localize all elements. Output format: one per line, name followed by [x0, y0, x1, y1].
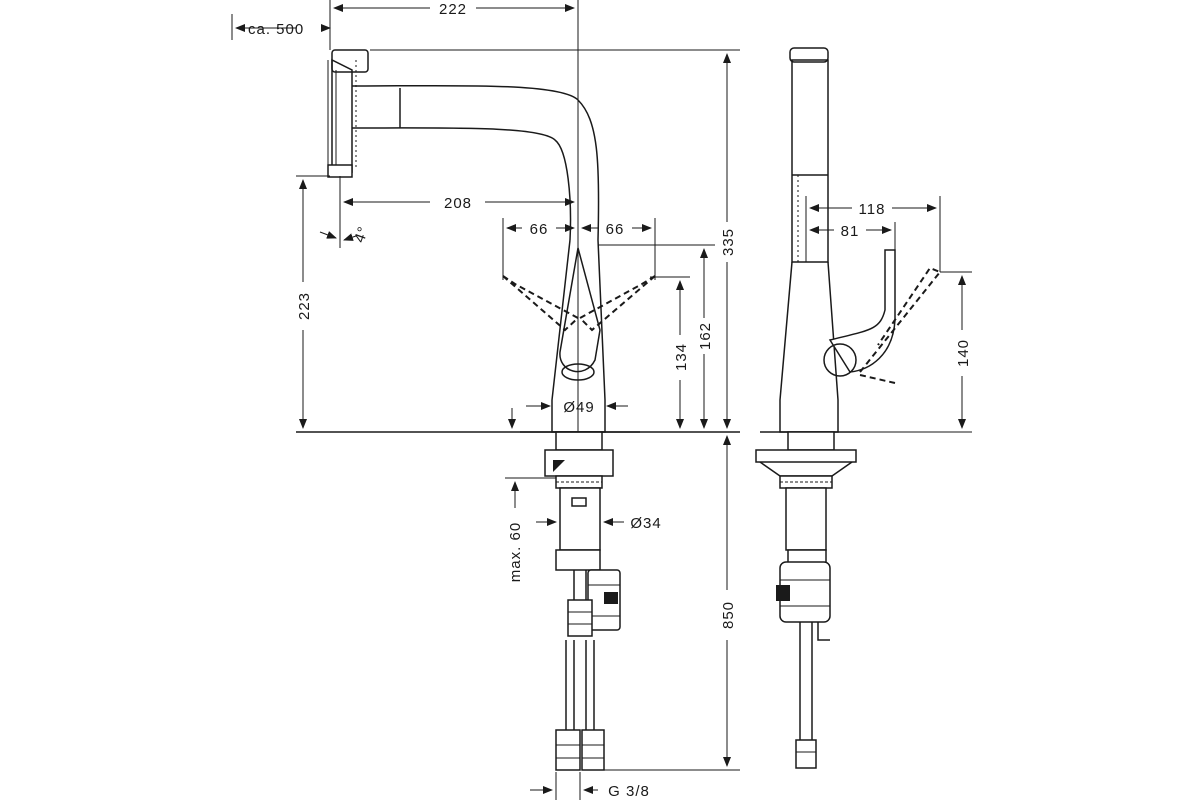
label-850: 850 [720, 601, 737, 629]
dimension-labels: ca. 500 222 335 208 4° 66 66 223 134 162… [248, 1, 972, 800]
label-222: 222 [439, 1, 467, 18]
label-4-degree: 4° [351, 224, 373, 245]
label-max60: max. 60 [507, 522, 524, 582]
label-134: 134 [673, 343, 690, 371]
side-view-faucet [755, 47, 942, 769]
label-66-right: 66 [606, 221, 625, 238]
label-diameter-49: Ø49 [563, 399, 594, 416]
label-140: 140 [955, 339, 972, 367]
label-diameter-34: Ø34 [630, 515, 661, 532]
label-g38: G 3/8 [608, 783, 650, 800]
label-ca500: ca. 500 [248, 21, 304, 38]
label-118: 118 [859, 201, 886, 218]
label-66-left: 66 [530, 221, 549, 238]
label-162: 162 [697, 322, 714, 350]
label-208: 208 [444, 195, 472, 212]
label-335: 335 [720, 228, 737, 256]
label-81: 81 [841, 223, 860, 240]
dimension-lines [231, 0, 972, 800]
label-223: 223 [296, 292, 313, 320]
front-view-faucet [327, 49, 656, 771]
